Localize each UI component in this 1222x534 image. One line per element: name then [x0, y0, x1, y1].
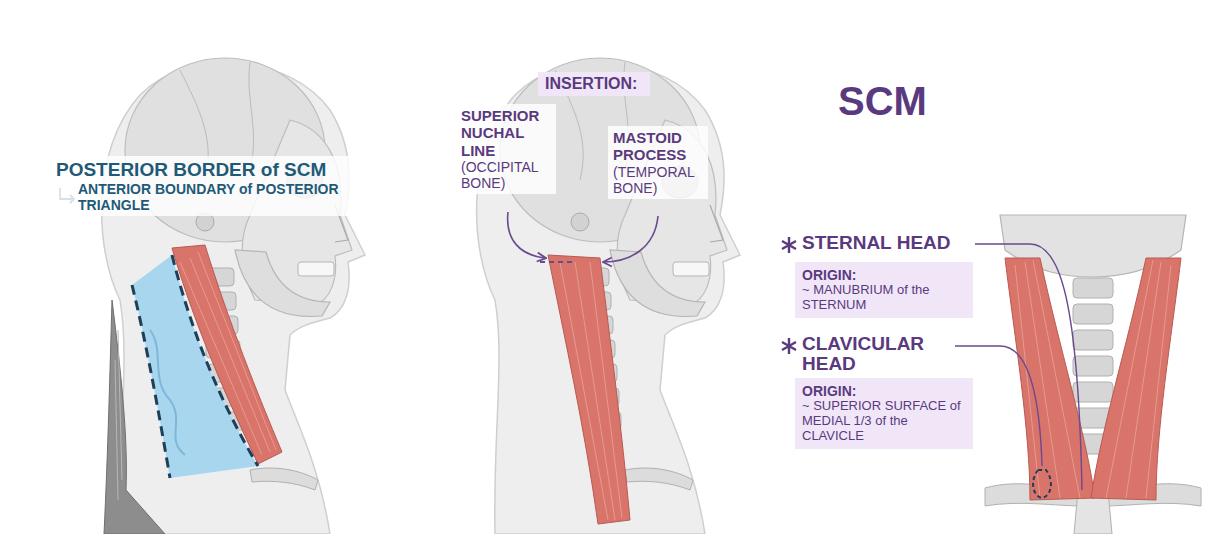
callout-box: MASTOID PROCESS(TEMPORAL BONE)	[608, 126, 708, 199]
clavicular-head-outline	[1033, 470, 1051, 498]
muscle-fibres	[1015, 260, 1080, 498]
leader-line	[975, 244, 1082, 490]
label-heading: SUPERIOR NUCHAL LINE	[461, 107, 551, 159]
vertebra	[1073, 278, 1113, 298]
origin-box: ORIGIN:~ SUPERIOR SURFACE of MEDIAL 1/3 …	[795, 378, 973, 449]
vertebra	[1073, 330, 1113, 350]
leader-arrow	[604, 216, 658, 262]
callout-box: SUPERIOR NUCHAL LINE(OCCIPITAL BONE)	[456, 104, 556, 194]
trapezius-fibres	[115, 330, 122, 500]
muscle-fibres	[1106, 260, 1171, 498]
sternocleidomastoid	[548, 255, 630, 524]
bullet-star	[782, 237, 796, 253]
label-body: (TEMPORAL BONE)	[613, 164, 703, 196]
label-heading: MASTOID PROCESS	[613, 129, 703, 164]
label-heading: ORIGIN:	[802, 267, 966, 283]
triangle-outline	[132, 285, 170, 478]
leader-arrow	[508, 212, 545, 258]
origin-box: ORIGIN:~ MANUBRIUM of the STERNUM	[795, 262, 973, 318]
label-heading: ORIGIN:	[802, 383, 966, 399]
insertion-line	[540, 261, 575, 263]
muscle-fibres	[560, 262, 622, 520]
triangle-outline	[172, 255, 258, 466]
title: SCM	[838, 80, 927, 122]
head-illustration	[102, 58, 365, 534]
label-body: (OCCIPITAL BONE)	[461, 159, 551, 191]
label-body: ~ MANUBRIUM of the STERNUM	[802, 283, 966, 313]
part-label: STERNAL HEAD	[802, 233, 972, 253]
label-heading: INSERTION:	[545, 75, 643, 93]
part-label: CLAVICULAR HEAD	[802, 334, 952, 374]
vertebra	[1073, 356, 1113, 376]
heading-box: INSERTION:	[538, 72, 650, 96]
triangle-contents	[150, 330, 185, 455]
bullet-star	[782, 338, 796, 354]
callout-box: POSTERIOR BORDER of SCMANTERIOR BOUNDARY…	[50, 156, 350, 216]
sternocleidomastoid	[1091, 258, 1181, 500]
sternocleidomastoid	[172, 245, 282, 464]
muscle-fibres	[180, 252, 276, 455]
label-heading: POSTERIOR BORDER of SCM	[56, 159, 344, 181]
label-body: ~ SUPERIOR SURFACE of MEDIAL 1/3 of the …	[802, 399, 966, 444]
vertebra	[1073, 304, 1113, 324]
label-body: ANTERIOR BOUNDARY of POSTERIOR TRIANGLE	[56, 181, 344, 213]
